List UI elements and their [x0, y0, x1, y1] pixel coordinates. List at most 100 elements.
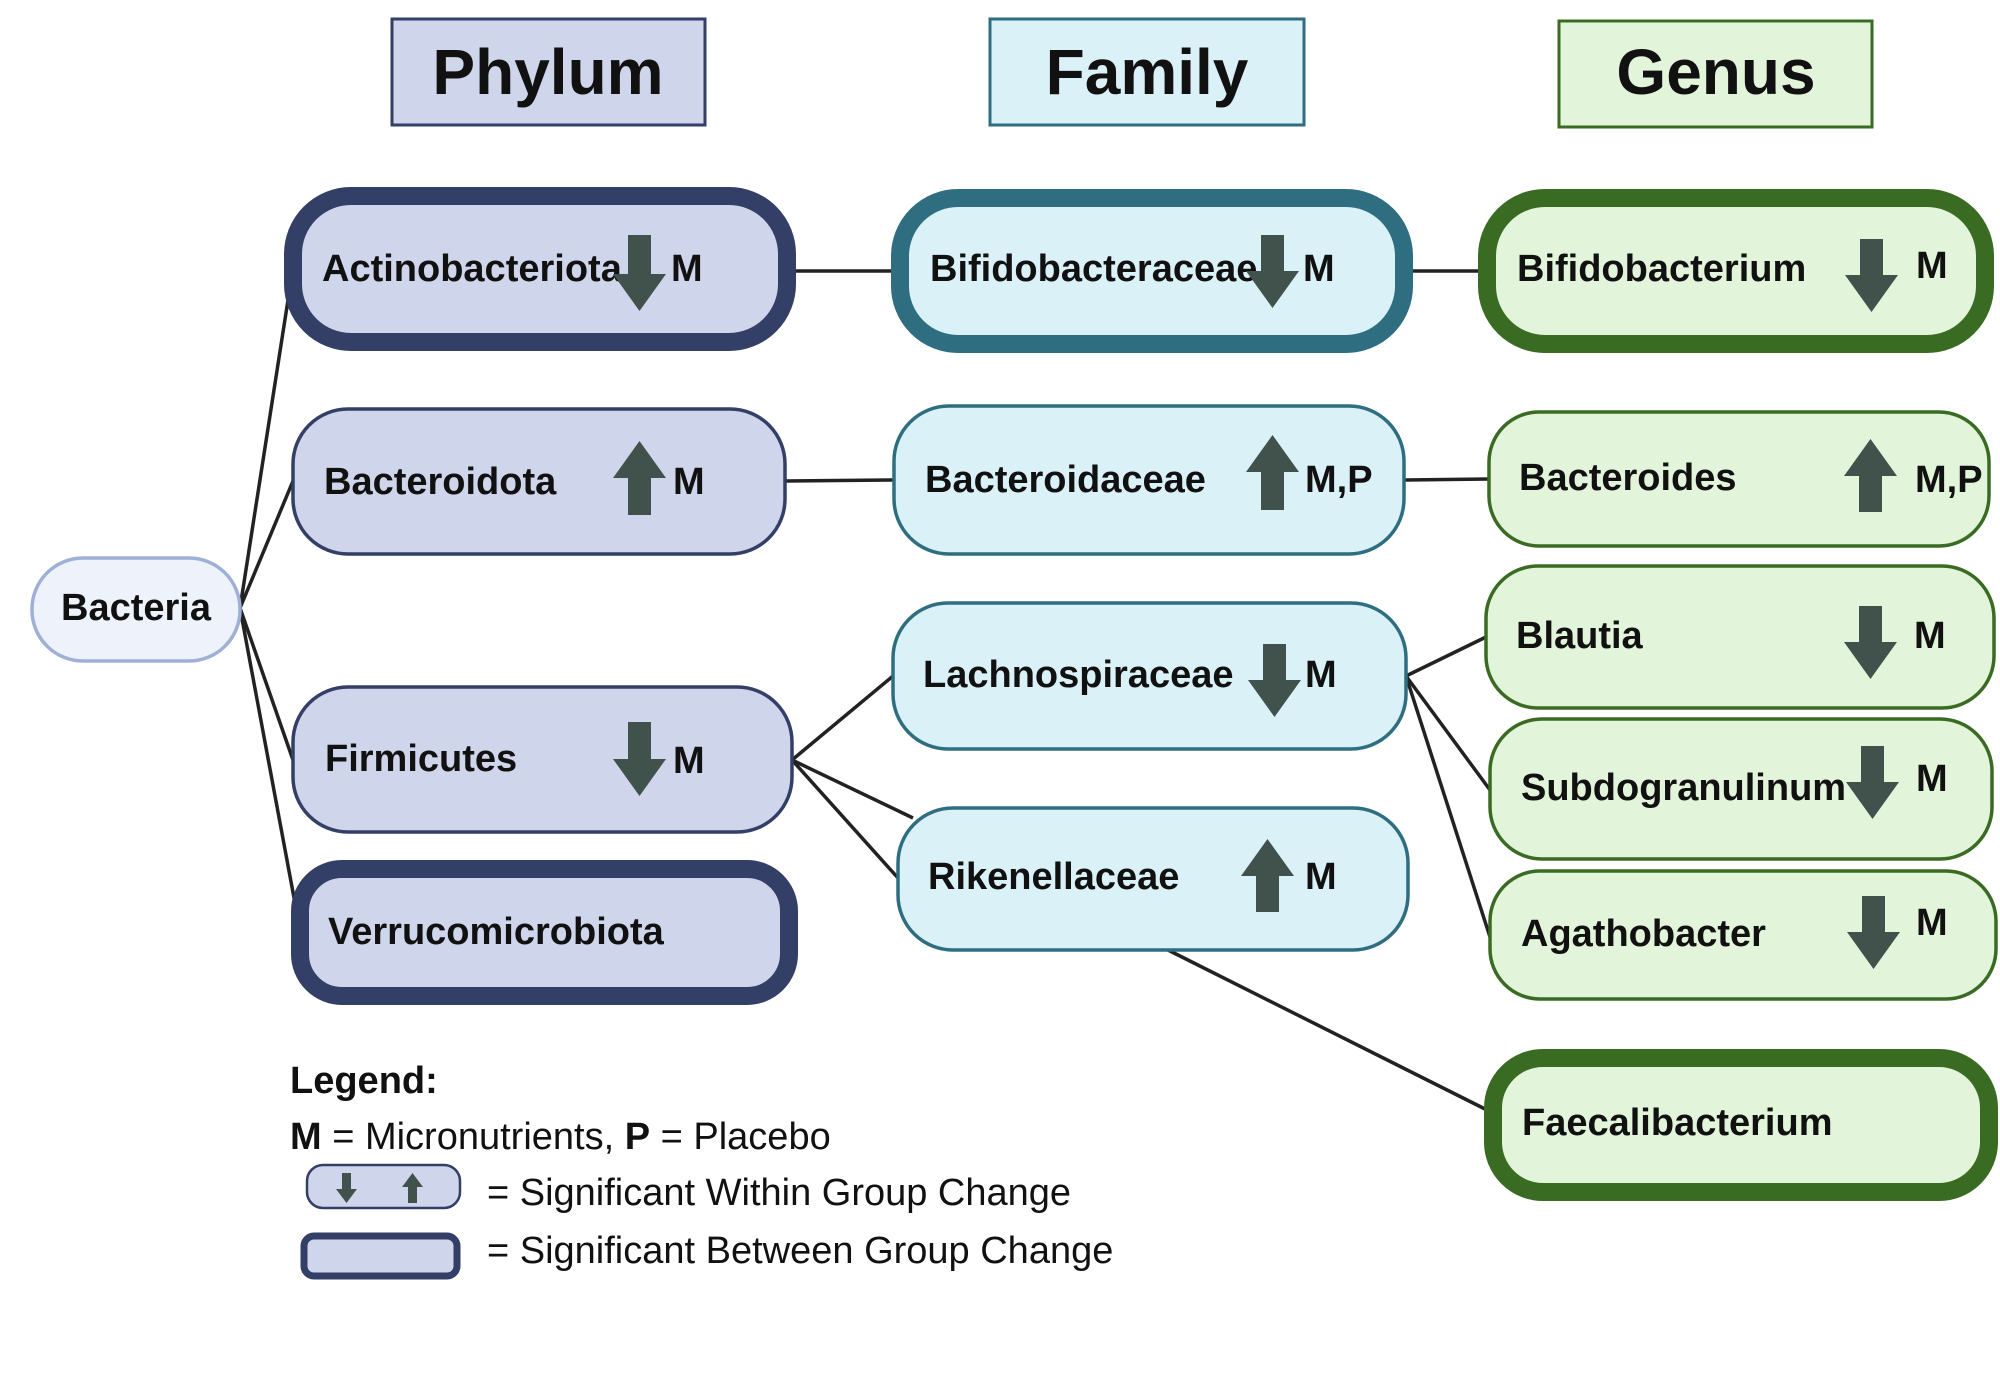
node-faecalibacterium: Faecalibacterium	[1484, 1049, 1998, 1201]
edge-firmicutes-rikenellaceae-b	[790, 758, 900, 880]
edge-rikenellaceae-faecalibacterium	[1167, 948, 1488, 1112]
node-rikenellaceae-box	[896, 806, 1410, 952]
arrow-down-icon	[1246, 235, 1299, 308]
node-actinobacteriota-box	[284, 187, 796, 351]
genus-nodes: Bifidobacterium M Bacteroides M,P Blauti…	[1478, 189, 1998, 1201]
node-bacteroides: Bacteroides M,P	[1487, 410, 1991, 548]
legend-m-key: M	[290, 1116, 322, 1158]
node-lachnospiraceae: Lachnospiraceae M	[891, 601, 1408, 751]
legend-between-swatch	[300, 1232, 461, 1280]
node-bifidobacteraceae-box	[891, 189, 1413, 353]
node-bacteroidota-groups: M	[673, 461, 705, 503]
node-blautia: Blautia M	[1484, 564, 1996, 710]
legend-within-swatch	[305, 1163, 462, 1210]
column-headers: Phylum Family Genus	[390, 17, 1874, 129]
node-rikenellaceae: Rikenellaceae M	[896, 806, 1410, 952]
node-bacteroidota-box	[291, 407, 787, 556]
edge-bacteroidaceae-bacteroides	[1404, 477, 1490, 482]
header-family-box	[988, 17, 1306, 127]
node-actinobacteriota: Actinobacteriota M	[284, 187, 796, 351]
node-subdogranulinum-groups: M	[1916, 758, 1948, 800]
node-firmicutes-box	[291, 685, 794, 834]
edge-bacteria-verrucomicrobiota	[238, 607, 302, 931]
legend-p-key: P	[625, 1116, 650, 1158]
connectors	[238, 267, 1492, 1112]
node-faecalibacterium-label: Faecalibacterium	[1522, 1102, 1832, 1144]
phylum-nodes: Actinobacteriota M Bacteroidota M Firmic…	[284, 187, 798, 1005]
edge-lachnospiraceae-subdogranulinum	[1404, 674, 1492, 792]
node-verrucomicrobiota: Verrucomicrobiota	[291, 860, 798, 1005]
arrow-down-icon	[1846, 746, 1899, 819]
node-bacteroides-box	[1487, 410, 1991, 548]
node-firmicutes-groups: M	[673, 740, 705, 782]
node-lachnospiraceae-label: Lachnospiraceae	[923, 654, 1233, 696]
node-verrucomicrobiota-box	[291, 860, 798, 1005]
edge-lachnospiraceae-agathobacter	[1404, 675, 1492, 938]
node-actinobacteriota-label: Actinobacteriota	[322, 248, 623, 290]
node-bacteroidota: Bacteroidota M	[291, 407, 787, 556]
node-bifidobacterium-box	[1478, 189, 1994, 353]
node-blautia-groups: M	[1914, 615, 1946, 657]
arrow-up-icon	[1241, 839, 1294, 912]
header-family: Family	[1046, 36, 1249, 108]
node-agathobacter-label: Agathobacter	[1521, 913, 1766, 955]
edge-bacteria-bacteroidota	[238, 480, 295, 609]
arrow-up-icon	[613, 441, 666, 515]
node-bifidobacteraceae-label: Bifidobacteraceae	[930, 248, 1257, 290]
node-bifidobacterium-label: Bifidobacterium	[1517, 248, 1806, 290]
node-bacteroidaceae-label: Bacteroidaceae	[925, 459, 1206, 501]
legend-groups-line: M = Micronutrients, P = Placebo	[290, 1116, 831, 1158]
node-blautia-label: Blautia	[1516, 615, 1644, 657]
arrow-up-icon	[1844, 439, 1897, 512]
node-bacteria-box	[30, 556, 242, 663]
node-firmicutes: Firmicutes M	[291, 685, 794, 834]
node-faecalibacterium-box	[1484, 1049, 1998, 1201]
node-bacteroidaceae: Bacteroidaceae M,P	[892, 404, 1406, 556]
legend-p-desc: = Placebo	[650, 1116, 831, 1158]
node-firmicutes-label: Firmicutes	[325, 738, 517, 780]
node-bacteroides-label: Bacteroides	[1519, 457, 1737, 499]
arrow-up-icon	[1246, 435, 1299, 510]
arrow-down-icon	[613, 235, 666, 311]
arrow-down-icon	[336, 1173, 357, 1203]
node-rikenellaceae-label: Rikenellaceae	[928, 856, 1179, 898]
node-bifidobacteraceae-groups: M	[1303, 248, 1335, 290]
edge-bacteria-actinobacteriota	[238, 267, 295, 609]
edge-bacteria-firmicutes	[238, 607, 295, 761]
arrow-down-icon	[1845, 239, 1898, 312]
node-bifidobacterium: Bifidobacterium M	[1478, 189, 1994, 353]
edge-firmicutes-lachnospiraceae	[790, 674, 895, 762]
header-genus: Genus	[1616, 36, 1815, 108]
node-bacteria: Bacteria	[30, 556, 242, 663]
node-bifidobacteraceae: Bifidobacteraceae M	[891, 189, 1413, 353]
node-bacteroides-groups: M,P	[1915, 459, 1983, 501]
arrow-down-icon	[613, 722, 666, 796]
node-bacteroidaceae-groups: M,P	[1305, 459, 1373, 501]
arrow-down-icon	[1844, 606, 1897, 679]
edge-bacteroidota-bacteroidaceae	[784, 478, 895, 483]
edge-firmicutes-rikenellaceae-a	[791, 758, 914, 820]
family-nodes: Bifidobacteraceae M Bacteroidaceae M,P L…	[891, 189, 1413, 952]
node-bacteria-label: Bacteria	[61, 587, 212, 629]
node-lachnospiraceae-groups: M	[1305, 654, 1337, 696]
legend-title: Legend:	[290, 1060, 438, 1102]
header-phylum-box	[390, 17, 707, 127]
arrow-up-icon	[402, 1173, 423, 1203]
node-agathobacter-groups: M	[1916, 902, 1948, 944]
node-bifidobacterium-groups: M	[1916, 245, 1948, 287]
node-actinobacteriota-groups: M	[671, 248, 703, 290]
header-phylum: Phylum	[432, 36, 663, 108]
node-lachnospiraceae-box	[891, 601, 1408, 751]
node-verrucomicrobiota-label: Verrucomicrobiota	[328, 911, 665, 953]
node-subdogranulinum-label: Subdogranulinum	[1521, 767, 1846, 809]
legend: Legend: M = Micronutrients, P = Placebo …	[290, 1060, 1113, 1280]
node-rikenellaceae-groups: M	[1305, 856, 1337, 898]
legend-between-text: = Significant Between Group Change	[487, 1230, 1113, 1272]
header-genus-box	[1557, 19, 1874, 129]
arrow-down-icon	[1248, 644, 1301, 717]
node-agathobacter: Agathobacter M	[1488, 869, 1998, 1001]
node-subdogranulinum: Subdogranulinum M	[1488, 717, 1994, 861]
edge-lachnospiraceae-blautia	[1405, 635, 1487, 678]
legend-m-desc: = Micronutrients,	[322, 1116, 625, 1158]
legend-within-text: = Significant Within Group Change	[487, 1172, 1071, 1214]
